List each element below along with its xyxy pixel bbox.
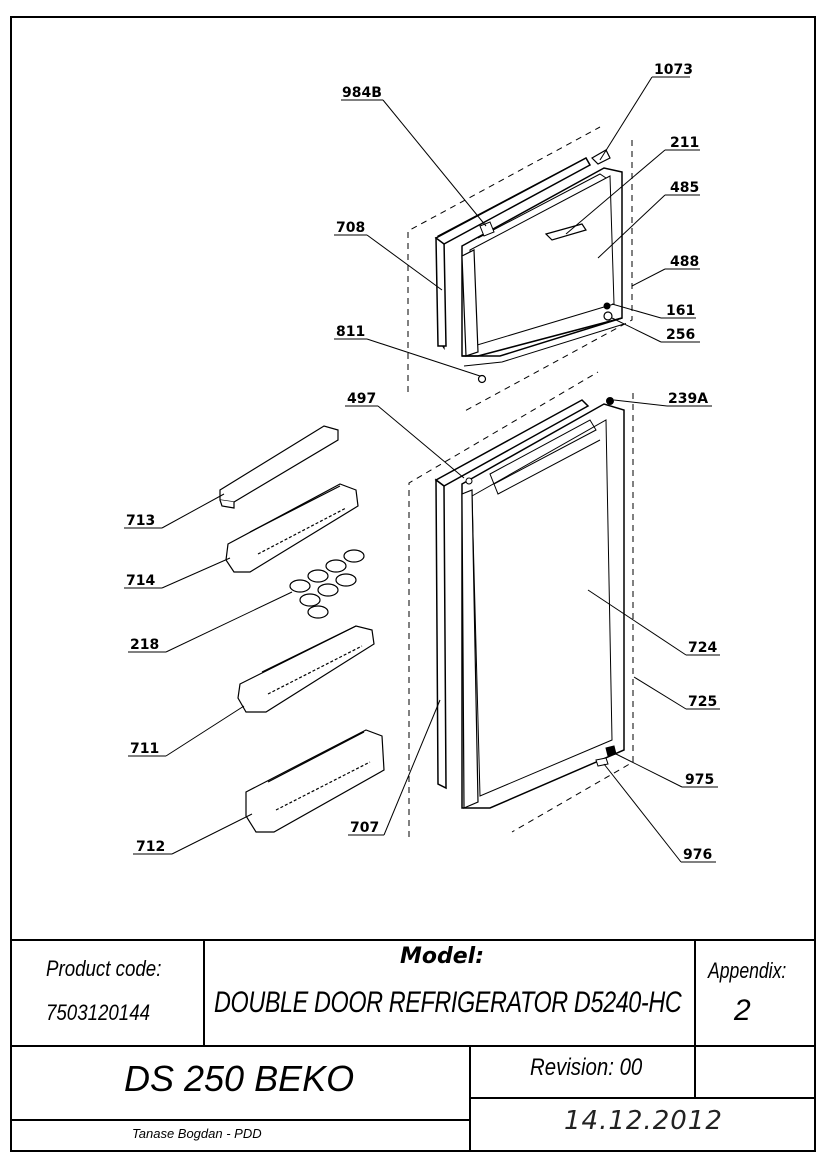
callout-714: 714 [126,573,155,589]
callout-497: 497 [347,391,376,407]
callout-975: 975 [685,772,714,788]
appendix-value: 2 [734,994,751,1027]
callout-485: 485 [670,180,699,196]
leader-lines [124,76,720,863]
callout-708: 708 [336,220,365,236]
author: Tanase Bogdan - PDD [132,1126,262,1141]
model-label: Model: [400,944,485,969]
callout-811: 811 [336,324,365,340]
product-code-value: 7503120144 [46,1000,151,1025]
callout-724: 724 [688,640,717,656]
callout-711: 711 [130,741,159,757]
model-value: DOUBLE DOOR REFRIGERATOR D5240-HC [214,986,682,1019]
callout-488: 488 [670,254,699,270]
upper-door-assembly [407,126,633,413]
product-code-label: Product code: [46,956,162,981]
callout-256: 256 [666,327,695,343]
callout-211: 211 [670,135,699,151]
callout-725: 725 [688,694,717,710]
project-name: DS 250 BEKO [124,1058,355,1099]
revision: Revision: 00 [530,1054,643,1081]
title-block-grid [11,939,815,1151]
callout-labels: 1073 984B 211 485 708 488 161 256 811 49… [126,62,717,863]
callout-707: 707 [350,820,379,836]
callout-976: 976 [683,847,712,863]
callout-712: 712 [136,839,165,855]
callout-161: 161 [666,303,695,319]
callout-218: 218 [130,637,159,653]
lower-door-assembly [408,371,634,837]
appendix-label: Appendix: [708,958,787,983]
callout-984B: 984B [342,85,382,101]
date: 14.12.2012 [564,1106,723,1136]
door-shelves [219,425,385,833]
callout-713: 713 [126,513,155,529]
callout-239A: 239A [668,391,708,407]
egg-tray [289,549,365,619]
callout-1073: 1073 [654,62,693,78]
